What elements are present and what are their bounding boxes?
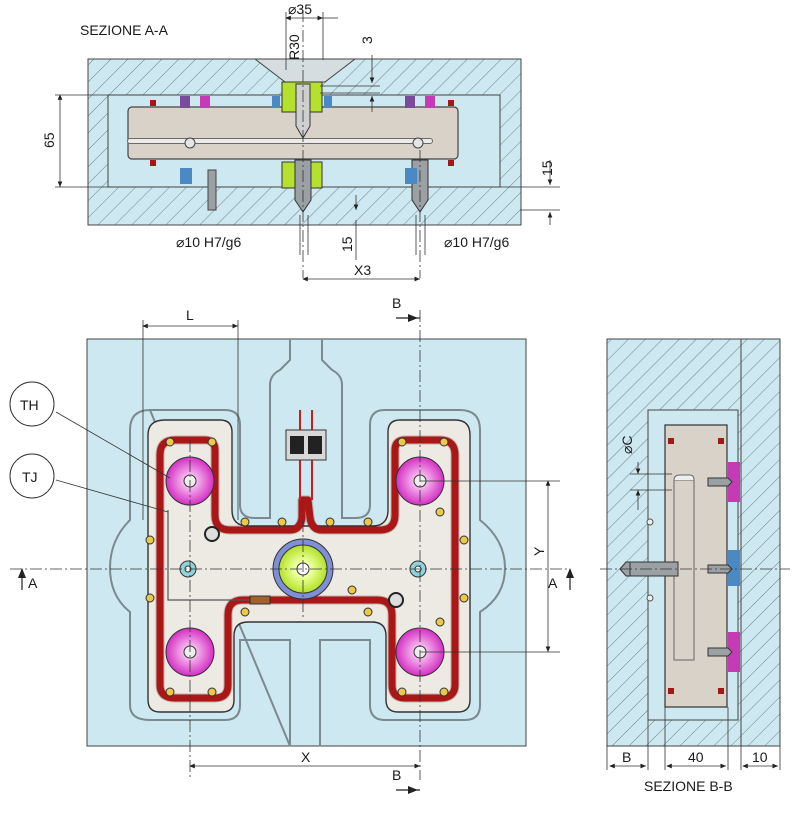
manifold-section — [127, 106, 459, 160]
section-aa-view — [87, 10, 522, 278]
th-bubble — [9, 381, 55, 427]
dim-x: X — [301, 749, 311, 765]
dim-15-right: 15 — [539, 160, 555, 176]
section-b-bottom: B — [392, 767, 401, 783]
dim-l: L — [186, 307, 194, 323]
drawing-labels: SEZIONE A-A ⌀35 R30 3 65 15 15 ⌀10 H7/g6… — [20, 1, 768, 794]
screws — [145, 437, 469, 697]
section-a-right: A — [548, 575, 558, 591]
section-bb-view — [600, 338, 790, 747]
section-b-top: B — [392, 295, 401, 311]
fit-left: ⌀10 H7/g6 — [176, 234, 241, 250]
section-a-left: A — [28, 575, 38, 591]
dim-15-bottom: 15 — [339, 236, 355, 252]
tag-tj: TJ — [22, 469, 38, 485]
dim-r30: R30 — [286, 34, 302, 60]
dim-3: 3 — [359, 36, 375, 44]
dim-x3: X3 — [354, 262, 371, 278]
dim-y: Y — [531, 546, 547, 556]
heater-element — [156, 436, 459, 702]
sprue-bushing — [253, 58, 357, 83]
section-bb-title: SEZIONE B-B — [644, 778, 733, 794]
dim-10: 10 — [752, 749, 768, 765]
tj-bubble — [9, 453, 55, 499]
dim-65: 65 — [41, 132, 57, 148]
tag-th: TH — [20, 397, 39, 413]
section-aa-dimensions — [55, 12, 560, 282]
cavity-outline-outer — [108, 339, 507, 747]
dim-40: 40 — [688, 749, 704, 765]
dim-b-bb: B — [622, 749, 631, 765]
dim-diameter-35: ⌀35 — [288, 1, 312, 17]
top-view — [10, 310, 570, 780]
section-bb-dimensions — [606, 462, 781, 770]
dim-diameter-c: ⌀C — [619, 435, 635, 454]
top-view-dimensions — [9, 314, 574, 794]
fit-right: ⌀10 H7/g6 — [444, 234, 509, 250]
section-aa-title: SEZIONE A-A — [80, 22, 169, 38]
